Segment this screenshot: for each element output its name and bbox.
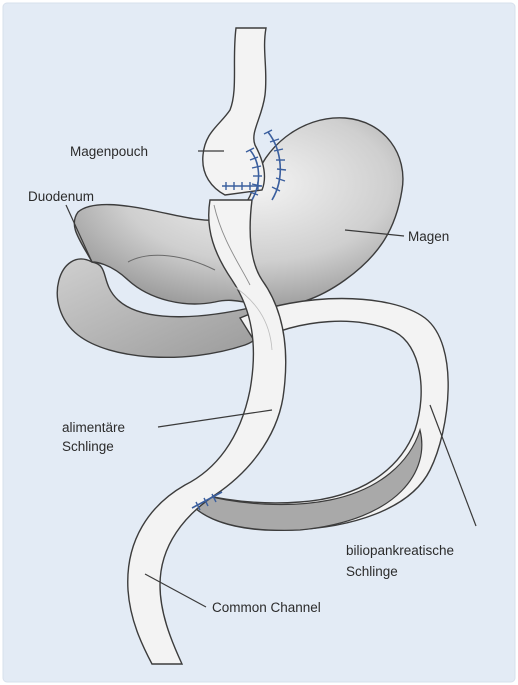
label-biliopancreatic-line2: Schlinge <box>346 564 398 579</box>
label-pouch: Magenpouch <box>70 144 148 159</box>
label-duodenum: Duodenum <box>28 189 94 204</box>
label-biliopancreatic-line1: biliopankreatische <box>346 543 454 558</box>
label-stomach: Magen <box>408 229 449 244</box>
label-alimentary-line1: alimentäre <box>62 420 125 435</box>
label-alimentary-line2: Schlinge <box>62 439 114 454</box>
label-common-channel: Common Channel <box>212 600 321 615</box>
